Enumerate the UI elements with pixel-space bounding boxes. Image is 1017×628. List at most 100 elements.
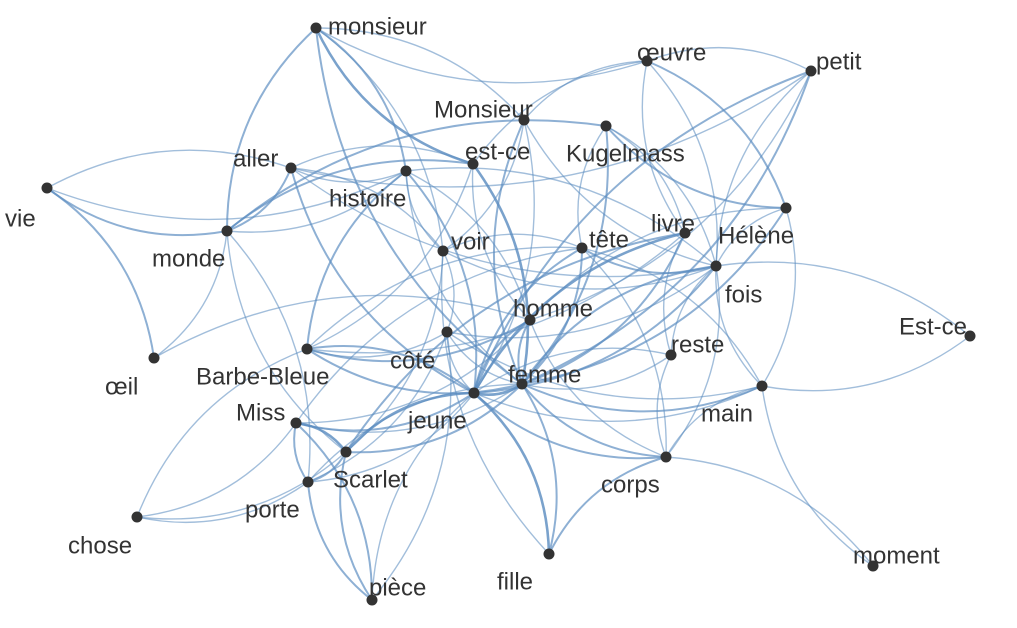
edge-tete-main xyxy=(581,247,763,387)
edge-cote-Barbe-Bleue xyxy=(306,331,448,358)
node-jeune xyxy=(468,387,480,399)
edge-petit-femme xyxy=(521,70,812,385)
edge-corps-moment xyxy=(665,456,874,567)
node-homme xyxy=(524,314,536,326)
edge-petit-aller xyxy=(290,70,812,188)
edge-femme-Scarlet xyxy=(345,383,523,454)
edge-reste-corps xyxy=(656,354,672,458)
edge-jeune-corps xyxy=(473,392,667,460)
node-Barbe-Bleue xyxy=(301,343,313,355)
edge-histoire-jeune xyxy=(405,170,478,394)
edge-Monsieur-voir xyxy=(442,119,525,252)
node-moment xyxy=(867,560,879,572)
node-femme xyxy=(516,378,528,390)
edge-est-ce-Barbe-Bleue xyxy=(306,163,474,350)
node-label-histoire: histoire xyxy=(329,185,406,212)
node-label-homme: homme xyxy=(513,295,593,322)
node-label-livre: livre xyxy=(651,210,695,237)
edge-vie-oeil xyxy=(46,187,155,359)
node-Scarlet xyxy=(340,446,352,458)
edge-fois-main xyxy=(715,265,763,387)
node-label-monde: monde xyxy=(152,245,225,272)
edge-Helene-fois xyxy=(715,207,787,267)
node-piece xyxy=(366,594,378,606)
node-label-chose: chose xyxy=(68,532,132,559)
node-fois xyxy=(710,260,722,272)
edge-reste-jeune xyxy=(473,347,672,394)
node-histoire xyxy=(400,165,412,177)
edge-aller-jeune xyxy=(290,167,475,394)
edge-monde-oeil xyxy=(153,230,228,359)
node-label-fois: fois xyxy=(725,281,762,308)
edge-Scarlet-chose xyxy=(136,451,347,520)
node-label-piece: pièce xyxy=(369,574,426,601)
node-label-voir: voir xyxy=(451,228,490,255)
edge-homme-corps xyxy=(529,319,667,458)
edge-Kugelmass-fois xyxy=(605,125,717,267)
edge-femme-corps xyxy=(521,383,667,458)
node-oeil xyxy=(148,352,160,364)
edge-Kugelmass-livre xyxy=(605,125,686,234)
edge-oeuvre-petit xyxy=(646,46,812,72)
edge-oeuvre-Monsieur xyxy=(523,60,648,121)
edge-aller-voir xyxy=(290,167,444,252)
edge-monde-porte xyxy=(226,230,311,483)
nodes-layer xyxy=(41,22,976,606)
edge-oeuvre-Helene xyxy=(646,60,787,209)
node-label-Est-ce: Est-ce xyxy=(899,313,967,340)
edge-jeune-piece xyxy=(371,392,475,601)
edge-histoire-femme xyxy=(405,170,523,385)
edge-cote-femme xyxy=(446,331,523,385)
node-voir xyxy=(437,245,449,257)
node-label-oeil: œil xyxy=(105,373,138,400)
node-main xyxy=(756,380,768,392)
edge-est-ce-femme xyxy=(471,162,530,386)
node-label-jeune: jeune xyxy=(407,407,467,434)
node-cote xyxy=(441,326,453,338)
edge-main-moment xyxy=(761,385,874,567)
node-aller xyxy=(285,162,297,174)
edge-fois-cote xyxy=(446,265,717,339)
edge-Barbe-Bleue-chose xyxy=(136,348,308,518)
edge-vie-monde xyxy=(46,187,228,237)
edge-femme-fille xyxy=(521,383,558,555)
node-label-Scarlet: Scarlet xyxy=(333,466,408,493)
node-monde xyxy=(221,225,233,237)
edge-aller-est-ce xyxy=(290,145,474,169)
edge-oeuvre-est-ce xyxy=(472,60,648,165)
edge-livre-femme xyxy=(521,232,686,385)
edge-Miss-chose xyxy=(136,422,297,518)
node-reste xyxy=(665,349,677,361)
edge-reste-femme xyxy=(521,354,672,390)
node-label-cote: côté xyxy=(390,347,435,374)
edge-homme-jeune xyxy=(473,319,531,394)
node-Est-ce xyxy=(964,330,976,342)
node-label-aller: aller xyxy=(233,145,278,172)
node-label-tete: tête xyxy=(589,226,629,253)
edge-homme-femme xyxy=(517,319,531,385)
edge-Est-ce-main xyxy=(761,335,971,392)
edge-tete-jeune xyxy=(473,247,583,394)
node-label-Monsieur: Monsieur xyxy=(434,96,533,123)
edge-corps-fille xyxy=(548,456,667,555)
edge-histoire-Barbe-Bleue xyxy=(306,170,407,350)
node-label-femme: femme xyxy=(508,361,581,388)
node-label-reste: reste xyxy=(671,331,724,358)
edge-porte-piece xyxy=(307,481,373,601)
edge-Barbe-Bleue-femme xyxy=(306,348,523,395)
node-livre xyxy=(679,227,691,239)
node-porte xyxy=(302,476,314,488)
edge-monsieur-oeuvre xyxy=(315,27,648,84)
edge-est-ce-monde xyxy=(226,159,474,232)
edge-Miss-piece xyxy=(295,422,374,601)
node-label-corps: corps xyxy=(601,471,660,498)
edge-femme-main xyxy=(521,383,763,413)
edge-Kugelmass-monde xyxy=(226,119,607,232)
node-label-petit: petit xyxy=(816,48,862,75)
edge-homme-Miss xyxy=(295,319,531,424)
edge-Scarlet-piece xyxy=(339,451,373,601)
edge-oeuvre-fois xyxy=(646,60,718,267)
node-chose xyxy=(131,511,143,523)
